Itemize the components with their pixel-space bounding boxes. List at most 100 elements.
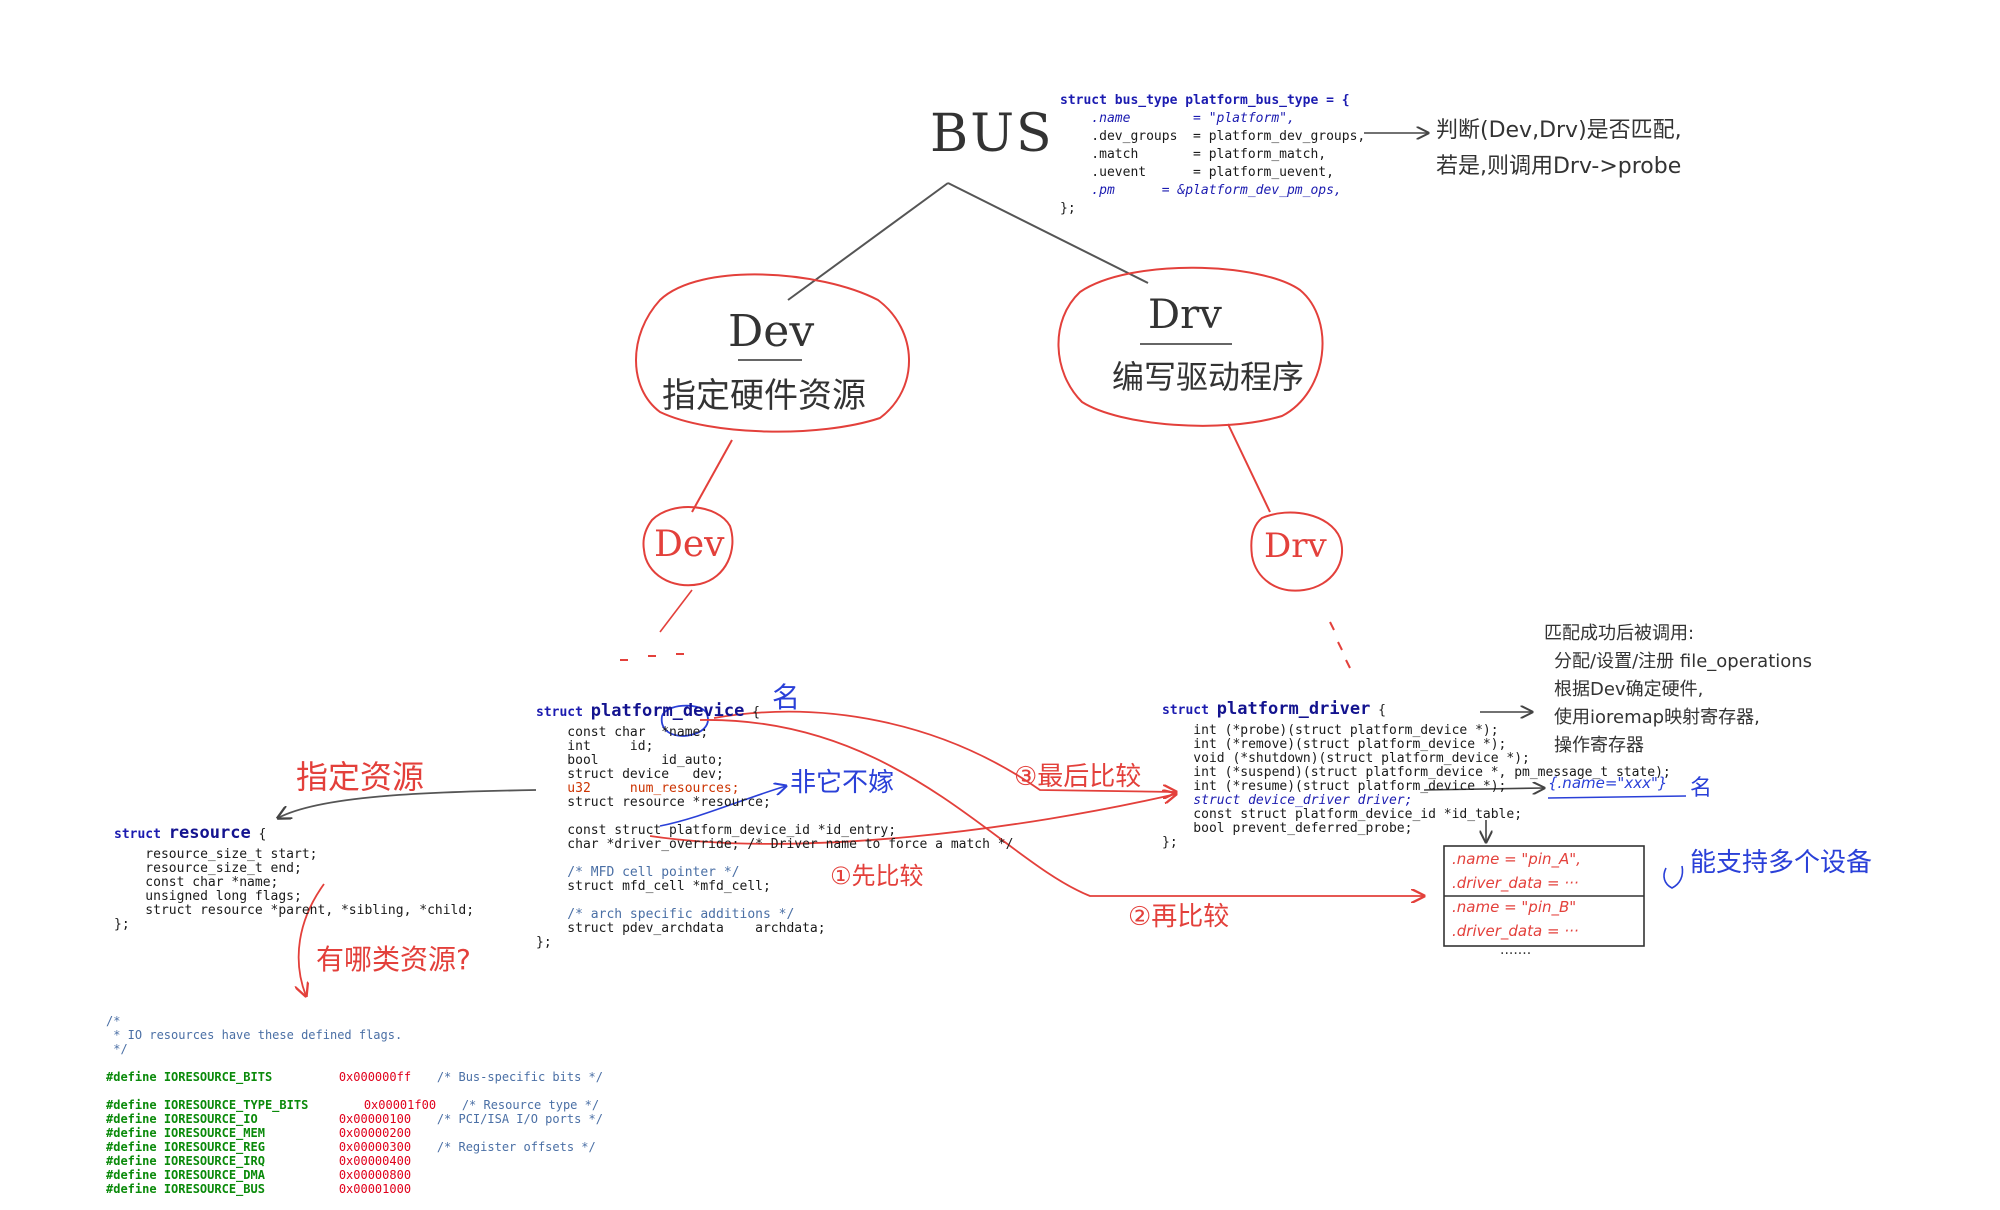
pdev-field: }; [536,935,552,950]
io-comment-line: * IO resources have these defined flags. [106,1028,403,1042]
pdev-field: struct pdev_archdata archdata; [536,921,826,936]
io-resource-defines: /* * IO resources have these defined fla… [106,1000,603,1210]
resource-arrow [278,789,537,818]
define-comment: /* Register offsets */ [436,1140,596,1154]
define-keyword: #define [106,1112,157,1126]
resource-field: struct resource *parent, *sibling, *chil… [114,903,475,918]
bus-to-drv-line [947,182,1149,284]
define-keyword: #define [106,1098,157,1112]
pdev-field: struct mfd_cell *mfd_cell; [536,879,771,894]
bus-type-struct: struct bus_type platform_bus_type = { .n… [1060,74,1365,236]
multi-device-annotation: 能支持多个设备 [1690,848,1873,878]
bus-struct-line: .uevent = platform_uevent, [1060,165,1334,180]
resource-struct: struct resource { resource_size_t start;… [114,812,474,946]
multi-device-bracket [1663,865,1684,889]
define-keyword: #define [106,1070,157,1084]
id-table-row-data: .driver_data = ··· [1452,922,1579,940]
define-name: IORESOURCE_IO [163,1112,258,1126]
io-comment-line: /* [106,1014,121,1028]
resource-field: unsigned long flags; [114,889,302,904]
define-keyword: #define [106,1140,157,1154]
define-name: IORESOURCE_DMA [163,1168,265,1182]
define-keyword: #define [106,1154,157,1168]
define-value: 0x00000400 [338,1154,412,1168]
not-empty-annotation: 非它不嫁 [790,768,895,798]
bus-struct-line: }; [1060,201,1076,216]
bus-struct-line: .dev_groups = platform_dev_groups, [1060,129,1366,144]
pdev-field: int id; [536,739,654,754]
define-comment: /* PCI/ISA I/O ports */ [436,1112,603,1126]
pdev-field: char *driver_override; /* Driver name to… [536,837,1014,852]
id-table-row-data: .driver_data = ··· [1452,874,1579,892]
third-compare-annotation: ③最后比较 [1014,762,1142,792]
define-value: 0x00000200 [338,1126,412,1140]
pdrv-field: bool prevent_deferred_probe; [1162,821,1413,836]
define-name: IORESOURCE_BITS [163,1070,273,1084]
id-table-row-name: .name = "pin_A", [1452,850,1581,868]
platform-device-struct: struct platform_device { const char *nam… [536,690,1013,964]
define-name: IORESOURCE_BUS [163,1182,265,1196]
pdev-field: /* MFD cell pointer */ [536,865,740,880]
probe-note-line: 匹配成功后被调用: [1544,623,1695,644]
struct-keyword: struct [536,705,591,720]
name-annotation: 名 [772,681,801,714]
drv-ellipse-desc: 编写驱动程序 [1112,358,1305,396]
probe-note-line: 操作寄存器 [1554,735,1644,756]
define-value: 0x00001f00 [363,1098,437,1112]
pdrv-field: }; [1162,835,1178,850]
resource-field: const char *name; [114,875,279,890]
define-name: IORESOURCE_MEM [163,1126,265,1140]
id-table-name-note: 名 [1690,776,1713,801]
pdrv-field: int (*resume)(struct platform_device *); [1162,779,1507,794]
pdev-field: struct resource *resource; [536,795,771,810]
resource-field: resource_size_t end; [114,861,302,876]
bus-struct-line: .match = platform_match, [1060,147,1327,162]
io-comment-line: */ [106,1042,128,1056]
dev-ellipse-title: Dev [728,306,815,357]
probe-note-line: 根据Dev确定硬件, [1554,679,1704,700]
brace: { [1370,703,1386,718]
id-table-more: ······· [1500,946,1532,962]
small-dev-dots [620,653,684,661]
define-keyword: #define [106,1182,157,1196]
struct-keyword: struct [1162,703,1217,718]
define-comment: /* Resource type */ [461,1098,600,1112]
define-name: IORESOURCE_REG [163,1140,265,1154]
io-define-row [106,1084,603,1098]
match-note-line1: 判断(Dev,Drv)是否匹配, [1436,118,1682,143]
resource-field: }; [114,917,130,932]
bus-struct-line: struct bus_type platform_bus_type = { [1060,93,1350,108]
small-drv-label: Drv [1264,526,1327,566]
brace: { [250,827,267,842]
probe-note-line: 使用ioremap映射寄存器, [1554,707,1760,728]
third-compare-curve [713,710,1176,792]
id-table-inline-underline [1547,795,1687,799]
platform-driver-name: platform_driver [1216,699,1371,719]
dev-ellipse [635,273,910,433]
match-note-line2: 若是,则调用Drv->probe [1436,154,1682,179]
dev-ellipse-desc: 指定硬件资源 [662,376,866,416]
drv-ellipse-title: Drv [1148,292,1222,338]
define-keyword: #define [106,1168,157,1182]
define-value: 0x00000800 [338,1168,412,1182]
pdrv-field: int (*suspend)(struct platform_device *,… [1162,765,1671,780]
assign-resource-annotation: 指定资源 [296,758,425,796]
resource-field: resource_size_t start; [114,847,318,862]
pdev-field: u32 num_resources; [536,781,740,796]
pdev-field: const struct platform_device_id *id_entr… [536,823,897,838]
bus-root-label: BUS [930,104,1054,164]
resource-name: resource [168,823,251,843]
struct-keyword: struct [114,827,169,842]
bus-struct-line: .name = "platform", [1060,111,1295,126]
first-compare-annotation: ①先比较 [830,862,924,890]
pdev-field: struct device dev; [536,767,724,782]
pdrv-field: int (*probe)(struct platform_device *); [1162,723,1499,738]
define-value: 0x000000ff [338,1070,412,1084]
small-dev-circle [642,506,734,587]
